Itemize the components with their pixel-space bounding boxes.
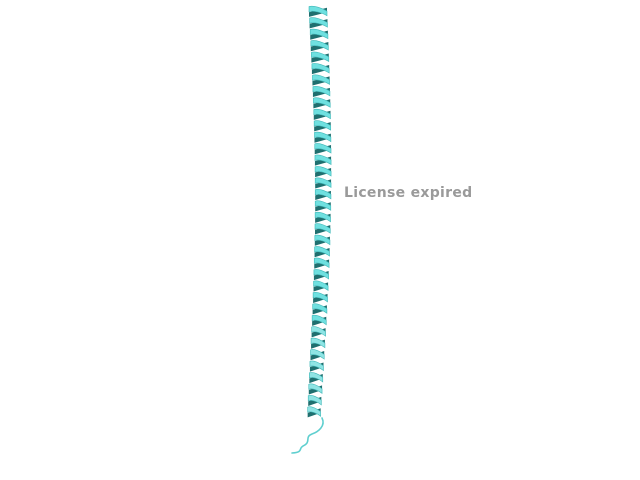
alpha-helix [307,5,332,418]
helix-turn-front [307,406,321,417]
helix-turn-front [309,17,328,28]
helix-turn-front [310,349,325,360]
helix-turn-front [312,292,328,303]
helix-turn-front [311,314,327,326]
helix-turn-front [314,200,332,211]
helix-turn-front [314,177,332,188]
helix-turn-front [313,257,330,269]
helix-turn-front [310,337,326,349]
helix-turn-front [313,97,331,108]
helix-turn-front [308,5,328,17]
helix-turn-front [314,154,332,166]
helix-turn-front [313,120,332,131]
helix-turn-front [314,143,332,154]
helix-turn-front [311,63,330,74]
license-watermark: License expired [344,185,473,201]
helix-turn-front [309,372,324,383]
helix-turn-front [312,303,328,314]
helix-turn-front [308,383,323,395]
helix-turn-front [314,166,332,177]
helix-turn-front [312,86,331,97]
helix-turn-front [312,74,330,85]
helix-turn-front [307,395,322,406]
helix-turn-front [314,131,332,143]
helix-turn-front [309,360,324,372]
helix-turn-front [314,189,332,200]
helix-turn-front [309,28,329,40]
helix-turn-front [313,269,329,280]
helix-turn-front [313,280,329,292]
helix-turn-front [313,108,331,120]
helix-turn-front [311,326,326,337]
helix-turn-front [311,51,330,63]
helix-turn-front [314,211,331,223]
helix-turn-front [314,223,331,234]
helix-turn-front [314,234,331,246]
coil-tail [291,417,324,454]
helix-turn-front [314,246,330,257]
helix-turn-front [310,40,329,51]
